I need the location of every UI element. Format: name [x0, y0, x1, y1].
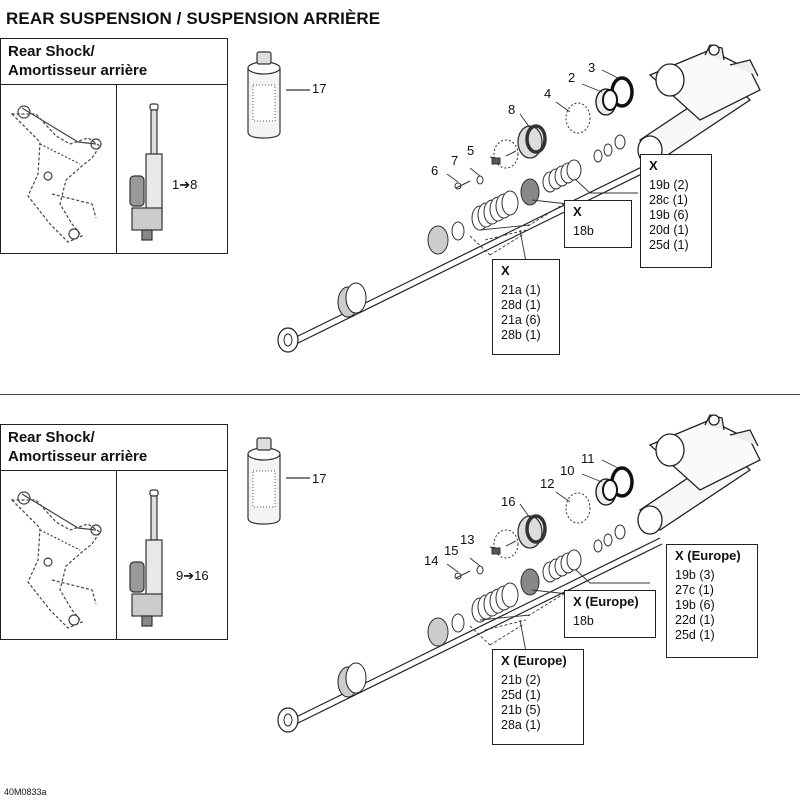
kit-box-compression: X 21a (1) 28d (1) 21a (6) 28b (1)	[492, 259, 560, 355]
panel-title: Rear Shock/ Amortisseur arrière	[8, 42, 147, 80]
page-title: REAR SUSPENSION / SUSPENSION ARRIÈRE	[6, 9, 381, 28]
kit-line: 21b (2)	[501, 673, 541, 687]
callout-oil: 17	[312, 81, 327, 96]
exploded-shock-drawing	[247, 414, 761, 733]
kit-line: 25d (1)	[501, 688, 541, 702]
spring-stack	[427, 134, 626, 255]
shock-overview-illustration	[10, 103, 163, 243]
disc-and-washer	[493, 492, 591, 559]
section-divider	[0, 394, 800, 395]
callout-bushing: 2	[568, 70, 576, 85]
kit-line: 28c (1)	[649, 193, 688, 207]
kit-box-valve: X 19b (2) 28c (1) 19b (6) 20d (1) 25d (1…	[640, 154, 712, 268]
range-callout: 1➔8	[172, 177, 198, 192]
panel-divider-h	[0, 470, 228, 471]
panel-divider-v	[116, 84, 117, 254]
callout-disc: 4	[544, 86, 552, 101]
kit-header: X	[649, 158, 658, 173]
kit-line: 21a (6)	[501, 313, 541, 327]
kit-line: 28a (1)	[501, 718, 541, 732]
callout-washer: 8	[508, 102, 516, 117]
shaft	[277, 157, 663, 353]
oring-and-bushing	[595, 466, 634, 506]
valve-parts	[454, 150, 517, 190]
disc-and-washer	[493, 102, 591, 169]
panel-frame	[0, 38, 228, 254]
suspension-frame-drawing	[10, 491, 102, 629]
kit-line: 19b (6)	[675, 598, 715, 612]
panel-overview-2: Rear Shock/ Amortisseur arrière 9➔16	[0, 424, 228, 640]
callout-oil: 17	[312, 471, 327, 486]
shock-overview-drawing	[129, 103, 163, 241]
callout-spacer: 7	[451, 153, 459, 168]
panel-overview-1: Rear Shock/ Amortisseur arrière 1➔8	[0, 38, 228, 254]
kit-box-piston: X 18b	[564, 200, 632, 248]
callout-washer: 16	[501, 494, 516, 509]
kit-line: 25d (1)	[675, 628, 715, 642]
kit-line: 25d (1)	[649, 238, 689, 252]
exploded-diagram-2: 17 14 15 13 16 12 10 11 X (Europe) 19b (…	[230, 410, 800, 800]
kit-box-valve: X (Europe) 19b (3) 27c (1) 19b (6) 22d (…	[666, 544, 758, 658]
shock-body	[637, 414, 761, 535]
callout-valve: 13	[460, 532, 475, 547]
panel-divider-h	[0, 84, 228, 85]
kit-line: 18b	[573, 224, 594, 238]
callout-oring: 11	[581, 451, 595, 466]
kit-line: 20d (1)	[649, 223, 689, 237]
oil-bottle	[247, 437, 310, 525]
suspension-frame-drawing	[10, 105, 102, 243]
shock-body	[637, 44, 761, 165]
panel-title-line2: Amortisseur arrière	[8, 448, 148, 465]
callout-bushing: 10	[560, 463, 575, 478]
kit-line: 19b (6)	[649, 208, 689, 222]
kit-line: 28d (1)	[501, 298, 541, 312]
callout-valve: 5	[467, 143, 475, 158]
oil-bottle	[247, 51, 310, 139]
shock-overview-drawing	[129, 489, 163, 627]
panel-title-line1: Rear Shock/	[8, 429, 95, 446]
callout-nut: 6	[431, 163, 439, 178]
kit-line: 22d (1)	[675, 613, 715, 627]
figure-code: 40M0833a	[4, 787, 47, 797]
panel-frame	[0, 424, 228, 640]
leader-lines	[446, 459, 650, 653]
kit-line: 27c (1)	[675, 583, 714, 597]
shock-overview-illustration	[10, 489, 163, 629]
kit-line: 28b (1)	[501, 328, 541, 342]
callout-disc: 12	[540, 476, 555, 491]
kit-header: X	[573, 204, 582, 219]
kit-header: X (Europe)	[573, 594, 639, 609]
kit-line: 18b	[573, 614, 594, 628]
kit-header: X	[501, 263, 510, 278]
callout-oring: 3	[588, 60, 596, 75]
kit-box-compression: X (Europe) 21b (2) 25d (1) 21b (5) 28a (…	[492, 649, 584, 745]
kit-box-piston: X (Europe) 18b	[564, 590, 656, 638]
shaft	[277, 537, 663, 733]
kit-line: 19b (3)	[675, 568, 715, 582]
leader-lines	[446, 69, 638, 263]
kit-line: 19b (2)	[649, 178, 689, 192]
exploded-diagram-1: 17 6 7 5 8 4 2 3 X 19b (2) 28c (1) 19b (…	[230, 40, 800, 430]
callout-nut: 14	[424, 553, 439, 568]
oring-and-bushing	[595, 76, 634, 116]
panel-title-line2: Amortisseur arrière	[8, 62, 148, 79]
range-callout: 9➔16	[176, 568, 209, 583]
kit-line: 21b (5)	[501, 703, 541, 717]
panel-title: Rear Shock/ Amortisseur arrière	[8, 428, 147, 466]
exploded-shock-drawing	[247, 44, 761, 353]
callout-spacer: 15	[444, 543, 459, 558]
spring-stack	[427, 524, 626, 647]
panel-divider-v	[116, 470, 117, 640]
panel-title-line1: Rear Shock/	[8, 43, 95, 60]
kit-line: 21a (1)	[501, 283, 541, 297]
kit-header: X (Europe)	[501, 653, 567, 668]
kit-header: X (Europe)	[675, 548, 741, 563]
